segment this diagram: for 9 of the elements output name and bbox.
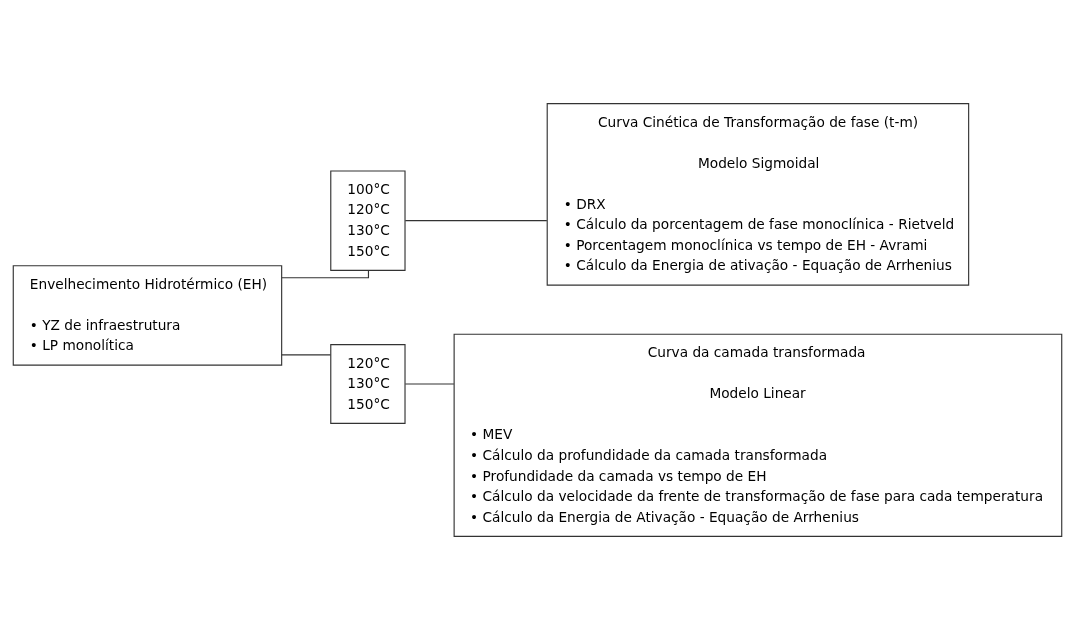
node-box: Envelhecimento Hidrotérmico (EH) • YZ de infraestrutura • LP monolítica (12, 264, 283, 366)
connector (281, 353, 332, 355)
node-box: 100°C 120°C 130°C 150°C (330, 169, 406, 271)
connector (281, 269, 370, 278)
node-box: 120°C 130°C 150°C (330, 343, 406, 424)
connector (404, 382, 455, 385)
node-box: Curva Cinética de Transformação de fase (t-m) Modelo Sigmoidal • DRX • Cálculo da porcentagem de fase monoclínica - Rietveld • Porcentagem monoclínica vs tempo de EH - Avrami • Cálculo da Energia de ativação - Equação de Arrhenius (546, 102, 970, 286)
node-box: Curva da camada transformada Modelo Linear • MEV • Cálculo da profundidade da camada transformada • Profundidade da camada vs tempo de EH • Cálculo da velocidade da frente de transformação de fase para cada temperatura • Cálculo da Energia de Ativação - Equação de Arrhenius (453, 333, 1063, 537)
connector (404, 219, 548, 221)
